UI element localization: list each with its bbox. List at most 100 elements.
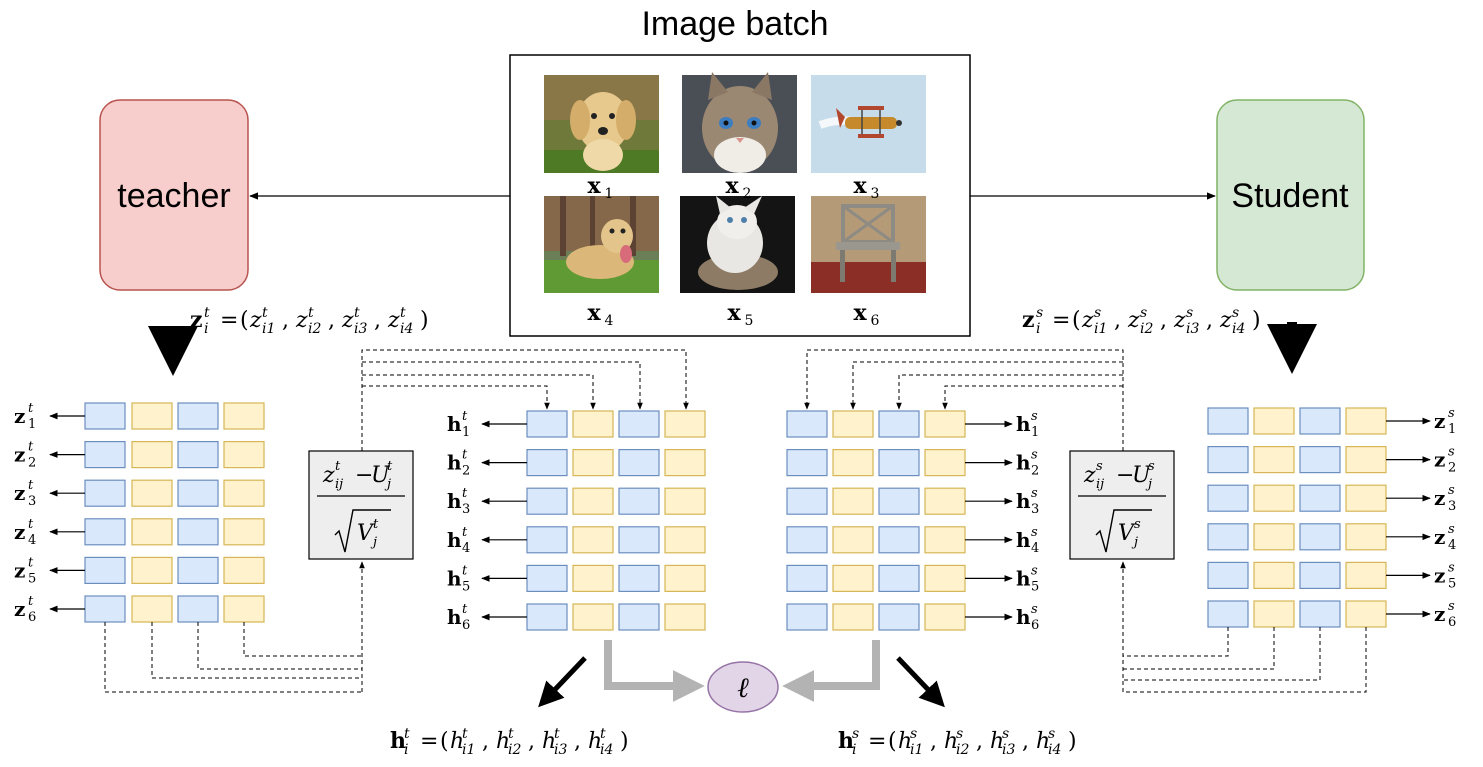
- matrix-cell: [786, 603, 828, 631]
- zt-row-sup-1: t: [28, 401, 34, 416]
- zt-row-sub-1: 1: [28, 417, 36, 432]
- norm-den-v: V: [357, 521, 375, 546]
- z-sep: ,: [1160, 308, 1167, 333]
- student-dash-2: [1123, 627, 1321, 681]
- matrix-cell: [84, 441, 126, 469]
- matrix-cell: [177, 595, 219, 623]
- z-sub: i: [204, 321, 208, 337]
- caption-sub-3: 3: [871, 186, 880, 202]
- caption-x1: x: [587, 173, 601, 199]
- loss-symbol: ℓ: [737, 671, 749, 704]
- z-elem-sup: t: [308, 305, 314, 321]
- norm-u: U: [371, 463, 391, 488]
- student-norm-to-h1: [804, 349, 1124, 451]
- hs-row-sub-3: 3: [1031, 502, 1039, 517]
- z-elem-sub-i1: i1: [1094, 321, 1107, 337]
- matrix-cell: [223, 518, 265, 546]
- teacher-dash-1: [151, 622, 362, 679]
- h-paren-open: (: [888, 729, 897, 754]
- matrix-cell: [1207, 561, 1249, 590]
- norm-u-sup: s: [1148, 459, 1155, 474]
- student-norm-to-h3: [896, 374, 1123, 410]
- zt-row-sub-2: 2: [28, 456, 36, 471]
- hs-row-sup-5: s: [1031, 563, 1038, 578]
- matrix-cell: [1299, 484, 1341, 512]
- matrix-cell: [832, 526, 874, 554]
- z-sep: ,: [282, 308, 289, 333]
- zs-row-sup-2: s: [1448, 445, 1455, 460]
- z-elem: z: [1081, 308, 1094, 333]
- matrix-cell: [1207, 600, 1249, 628]
- teacher-label: teacher: [117, 177, 230, 215]
- ht-row-label-3: h: [447, 489, 462, 513]
- norm-u-sup: t: [387, 459, 393, 474]
- z-sep: ): [1252, 308, 1261, 333]
- h-equals: =: [420, 729, 438, 754]
- h-elem-sup: s: [1048, 726, 1055, 742]
- matrix-cell: [618, 564, 660, 593]
- zt-row-sup-5: t: [28, 555, 34, 570]
- student-to-loss-arrow: [782, 640, 880, 702]
- h-sup: s: [852, 726, 859, 742]
- image-batch-title: Image batch: [641, 5, 828, 43]
- h-elem-sup: s: [1002, 726, 1009, 742]
- h-elem: h: [542, 729, 556, 754]
- matrix-cell: [131, 479, 173, 507]
- h-main: h: [390, 728, 406, 754]
- matrix-cell: [131, 595, 173, 623]
- matrix-cell: [84, 518, 126, 546]
- teacher-z-matrix: [84, 402, 265, 623]
- z-sup: t: [204, 305, 210, 321]
- matrix-cell: [618, 449, 660, 477]
- norm-den-sub: j: [370, 535, 377, 550]
- matrix-cell: [878, 487, 920, 515]
- z-elem-sub-i3: i3: [354, 321, 367, 337]
- h-elem: h: [450, 729, 464, 754]
- caption-sub-5: 5: [745, 313, 754, 329]
- zt-row-sup-4: t: [28, 517, 34, 532]
- zs-row-sup-6: s: [1448, 599, 1455, 614]
- zs-row-sub-6: 6: [1448, 615, 1456, 630]
- matrix-cell: [177, 479, 219, 507]
- matrix-cell: [786, 449, 828, 477]
- ht-row-sub-3: 3: [462, 502, 470, 517]
- matrix-cell: [664, 410, 706, 438]
- h-elem: h: [990, 729, 1004, 754]
- hs-row-sup-2: s: [1031, 448, 1038, 463]
- h-elem-sub-i2: i2: [956, 742, 969, 758]
- zt-row-sub-6: 6: [28, 610, 36, 625]
- matrix-cell: [1345, 600, 1387, 628]
- zs-row-sub-1: 1: [1448, 422, 1456, 437]
- matrix-cell: [878, 449, 920, 477]
- matrix-cell: [526, 449, 568, 477]
- h-elem-sub-i1: i1: [910, 742, 923, 758]
- matrix-cell: [618, 487, 660, 515]
- teacher-h-matrix: [526, 410, 706, 631]
- ht-row-label-4: h: [447, 528, 462, 552]
- h-elem-sub-i3: i3: [1002, 742, 1015, 758]
- hs-row-sup-1: s: [1031, 409, 1038, 424]
- ht-row-label-2: h: [447, 451, 462, 475]
- z-elem-sub-i4: i4: [1232, 321, 1245, 337]
- matrix-cell: [84, 479, 126, 507]
- matrix-cell: [572, 526, 614, 554]
- hs-row-sub-5: 5: [1031, 579, 1039, 594]
- caption-x3: x: [853, 173, 867, 199]
- student-h-matrix: [786, 410, 966, 631]
- h-sep: ,: [574, 729, 581, 754]
- h-elem-sub-i1: i1: [462, 742, 475, 758]
- dashed-connectors: [104, 349, 1367, 693]
- z-elem: z: [341, 308, 354, 333]
- h-elem-sub-i4: i4: [600, 742, 613, 758]
- h-sep: ): [620, 729, 629, 754]
- z-elem-sup: s: [1232, 305, 1239, 321]
- teacher-dash-2: [197, 622, 362, 670]
- ht-row-sup-5: t: [462, 563, 468, 578]
- z-equals: =: [1052, 308, 1070, 333]
- matrix-cell: [878, 526, 920, 554]
- matrix-cell: [878, 603, 920, 631]
- h-sep: ,: [930, 729, 937, 754]
- z-elem-sub-i2: i2: [308, 321, 321, 337]
